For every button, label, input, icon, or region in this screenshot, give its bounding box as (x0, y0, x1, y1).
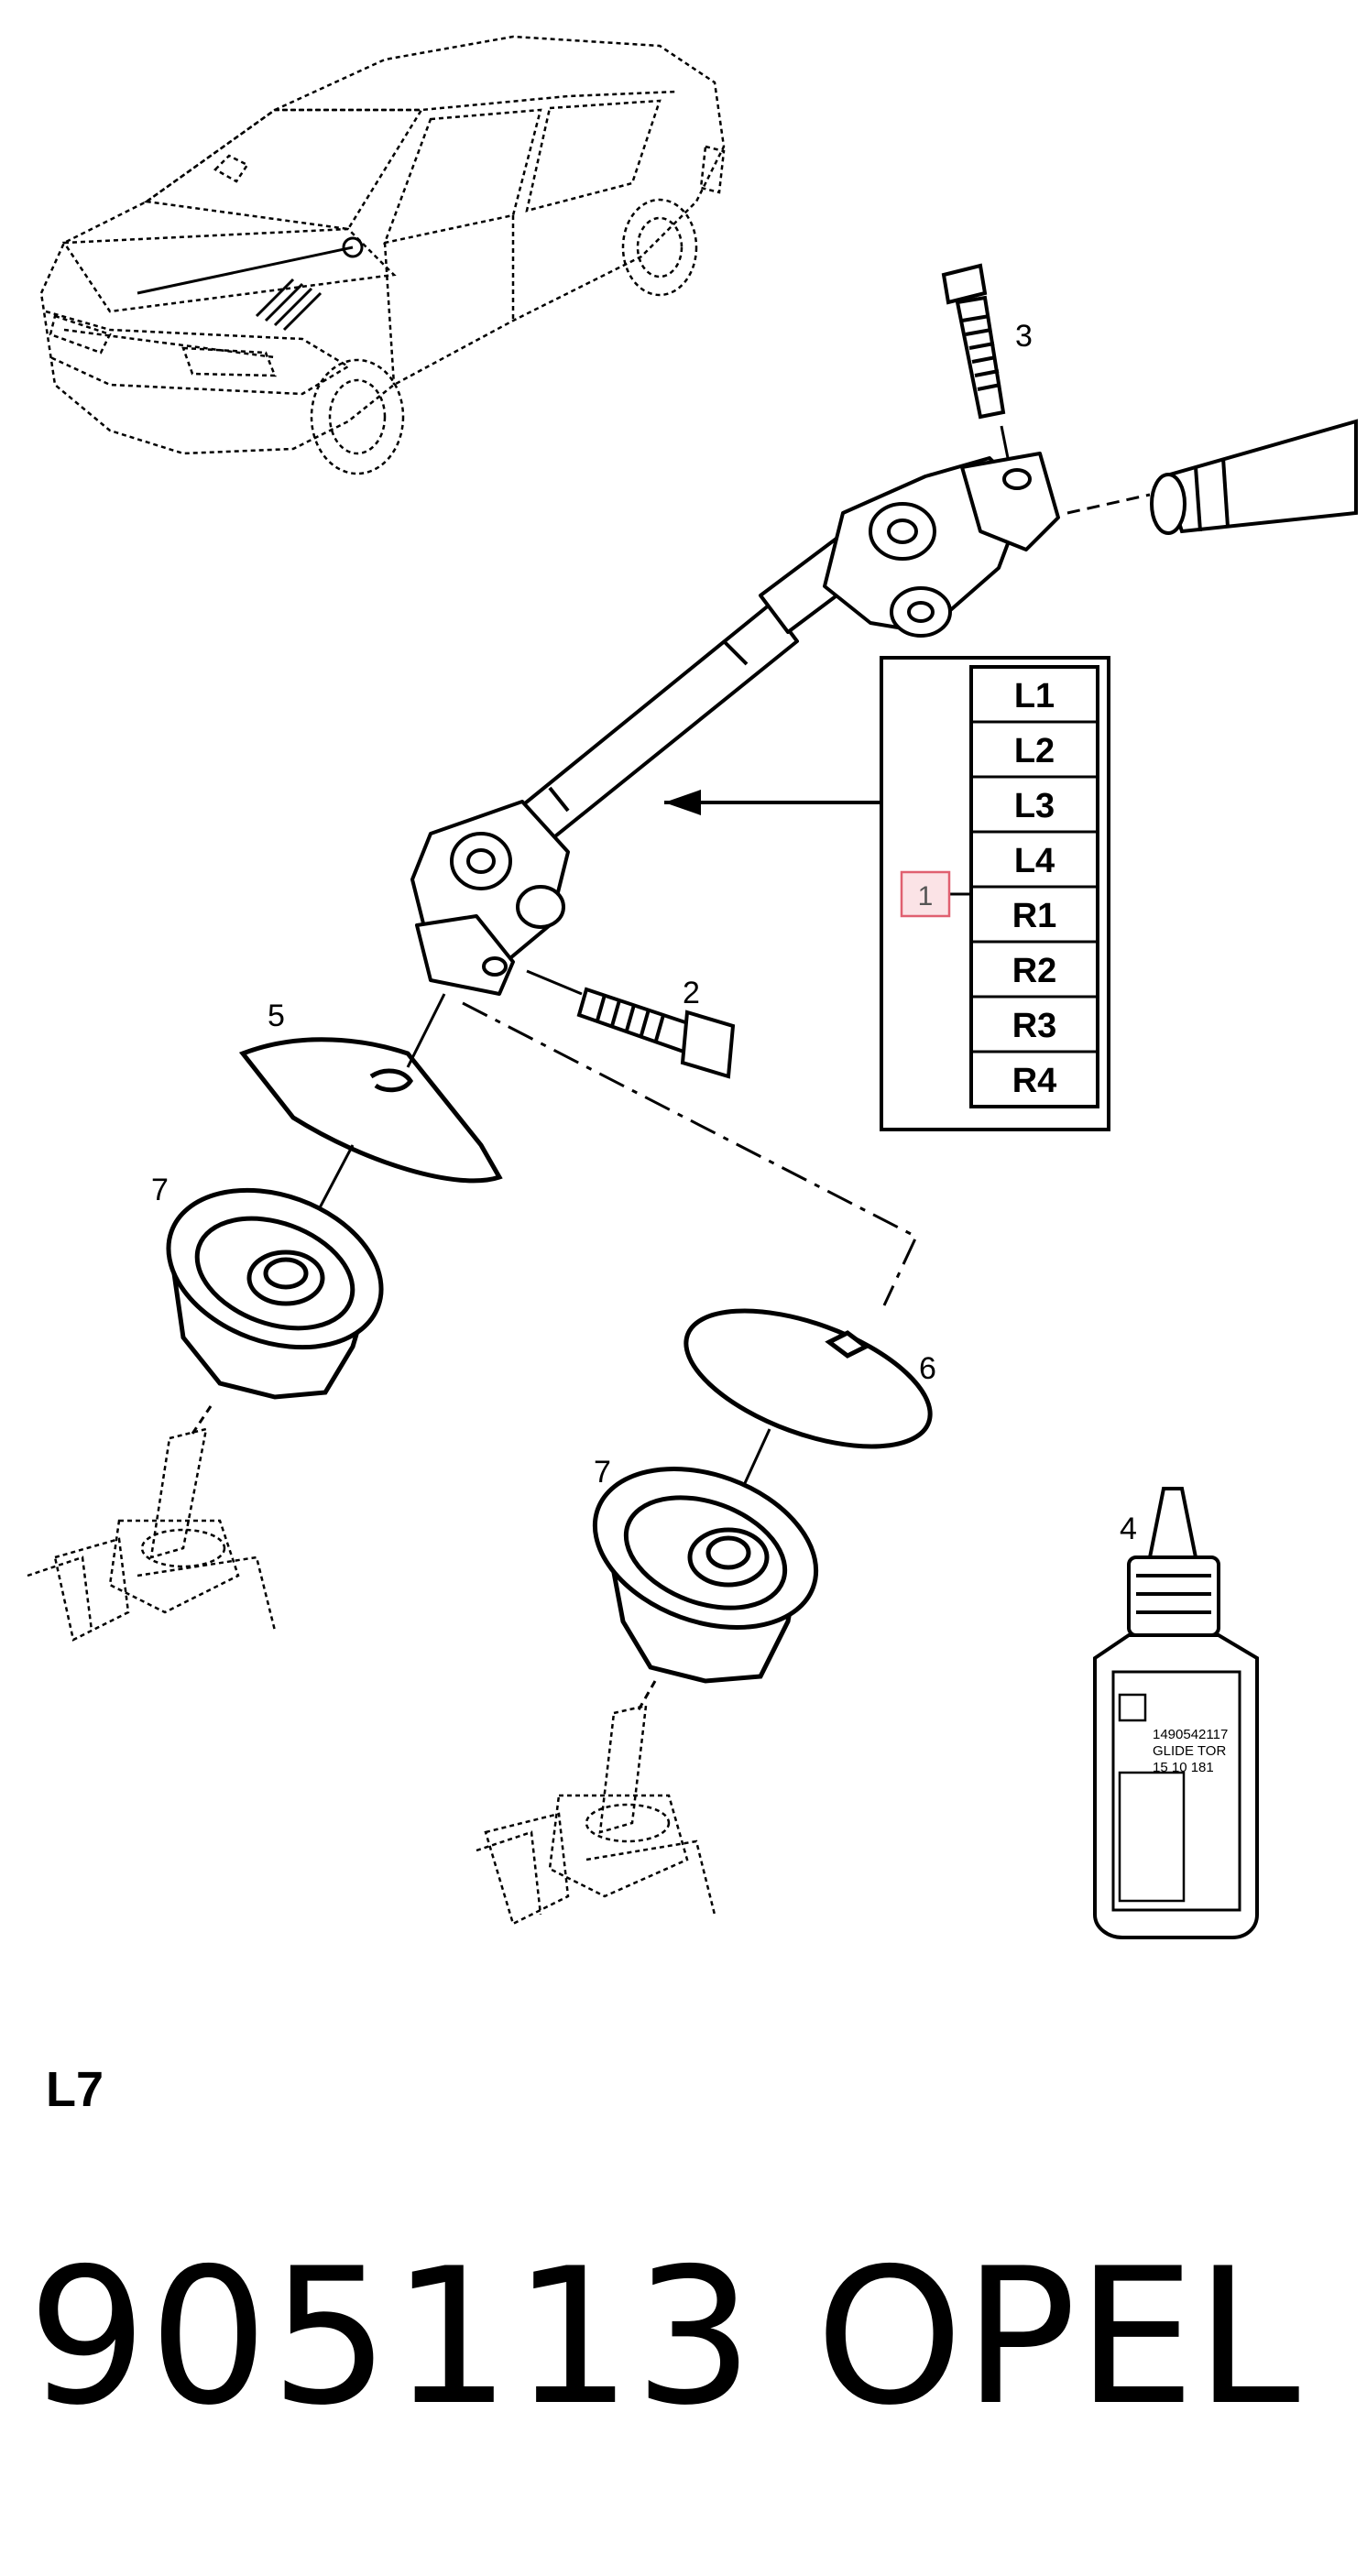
part-number: 905113 (27, 2229, 756, 2447)
bottle-label-text: 1490542117 GLIDE TOR 15 10 181 (1153, 1727, 1228, 1775)
bottle-label-line-1: 1490542117 (1153, 1727, 1228, 1742)
legend-cell-l2: L2 (1014, 732, 1055, 770)
steering-gear-left (27, 1427, 277, 1642)
callout-1-highlight[interactable] (900, 870, 951, 918)
car-steering-highlight (137, 236, 364, 332)
legend-cell-r1: R1 (1012, 897, 1057, 935)
legend-cell-l3: L3 (1014, 787, 1055, 825)
bolt-3-guide (1000, 425, 1010, 459)
legend-cell-r2: R2 (1012, 952, 1057, 990)
steering-gear-right (476, 1704, 716, 1926)
car-illustration (39, 35, 726, 475)
grommet-7-right (592, 1467, 819, 1684)
steering-column-tube (1150, 419, 1358, 535)
steering-shaft (410, 452, 1060, 996)
bottle-label-line-2: GLIDE TOR (1153, 1743, 1226, 1759)
callout-7-right: 7 (594, 1455, 611, 1490)
seal-6 (684, 1308, 933, 1449)
callout-3: 3 (1015, 319, 1033, 354)
bolt-2 (576, 987, 736, 1079)
callout-7-left: 7 (151, 1173, 169, 1207)
callout-4: 4 (1120, 1512, 1137, 1546)
model-code: L7 (46, 2062, 104, 2117)
left-gear-guide (191, 1405, 213, 1435)
callout-5: 5 (268, 999, 285, 1033)
seal-5 (238, 1037, 503, 1184)
column-guide-line (1066, 493, 1151, 515)
callout-2: 2 (683, 976, 700, 1010)
brand-name: OPEL (815, 2229, 1300, 2447)
legend-cell-l1: L1 (1014, 677, 1055, 715)
bottle-label-line-3: 15 10 181 (1153, 1760, 1214, 1775)
legend-cell-r3: R3 (1012, 1007, 1057, 1045)
legend-cell-l4: L4 (1014, 842, 1055, 880)
grommet-7-left (166, 1187, 384, 1400)
legend-cell-r4: R4 (1012, 1062, 1057, 1100)
bolt-3 (941, 263, 1006, 420)
bolt-2-guide (526, 969, 583, 996)
parts-diagram: 1490542117 GLIDE TOR 15 10 181 3 2 5 6 7… (27, 35, 1358, 1939)
callout-1: 1 (918, 881, 934, 911)
callout-6: 6 (919, 1351, 936, 1386)
variant-legend-box: L1 L2 L3 L4 R1 R2 R3 R4 1 (664, 656, 1110, 1131)
grease-bottle-4 (1093, 1487, 1259, 1939)
right-gear-guide (635, 1680, 657, 1714)
